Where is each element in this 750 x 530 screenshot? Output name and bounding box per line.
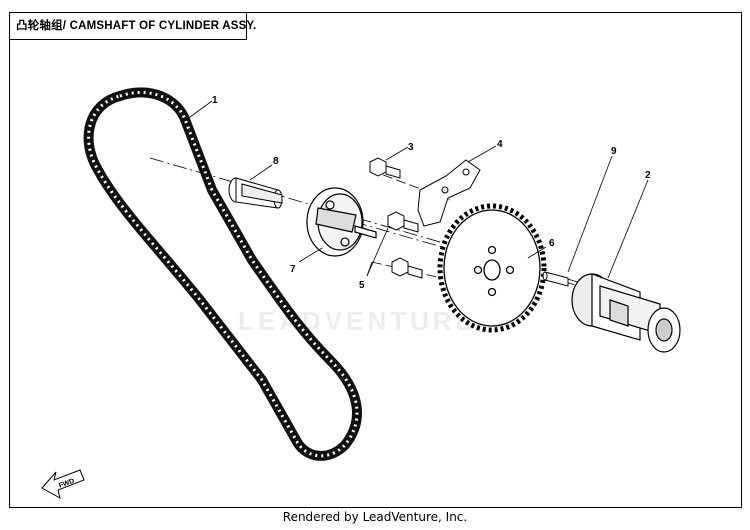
diagram-title: 凸轮轴组/ CAMSHAFT OF CYLINDER ASSY. [16,20,257,32]
fwd-arrow-icon: FWD [41,469,85,499]
drawing-frame [9,12,742,508]
bolt-3[interactable] [369,157,401,179]
camshaft[interactable] [571,273,681,353]
callout-4: 4 [497,139,503,150]
decompression-assembly[interactable] [306,187,377,257]
lock-plate[interactable] [417,159,481,227]
timing-chain[interactable] [83,87,362,461]
footer-credit: Rendered by LeadVenture, Inc. [282,510,468,524]
callout-7: 7 [290,264,296,275]
title-box [9,12,247,40]
leader-lines [185,100,649,279]
callout-1: 1 [212,95,218,106]
bolts-5[interactable] [387,211,423,279]
callout-5: 5 [359,280,365,291]
cam-sprocket[interactable] [437,203,547,333]
callout-6: 6 [549,238,555,249]
callout-9: 9 [611,146,617,157]
guide-pin[interactable] [228,177,283,209]
callout-8: 8 [273,156,279,167]
watermark: LEADVENTURE [238,306,478,336]
callout-2: 2 [645,170,651,181]
dowel-pin[interactable] [542,271,569,287]
callout-3: 3 [408,142,414,153]
